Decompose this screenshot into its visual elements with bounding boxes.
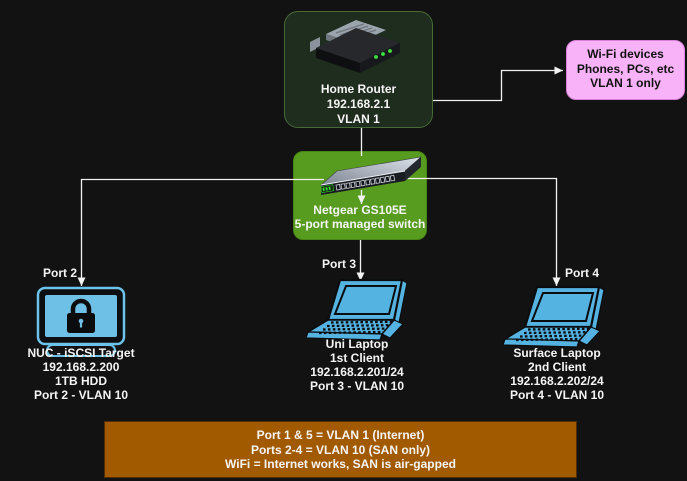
router-ip: 192.168.2.1 xyxy=(326,97,391,111)
uni-laptop-ip: 192.168.2.201/24 xyxy=(310,365,404,379)
nuc-ip: 192.168.2.200 xyxy=(42,360,120,374)
edge-switch-to-surface-laptop xyxy=(402,177,561,286)
legend-line-wifi: WiFi = Internet works, SAN is air-gapped xyxy=(225,457,456,471)
monitor-lock-icon xyxy=(36,286,126,357)
switch-icon xyxy=(320,156,422,195)
port-2-label: Port 2 xyxy=(42,266,77,280)
nuc-name: NUC - iSCSI Target xyxy=(27,346,135,360)
port-3-label: Port 3 xyxy=(321,257,356,271)
legend-line-vlan10: Ports 2-4 = VLAN 10 (SAN only) xyxy=(250,442,431,457)
legend-line-vlan1: Port 1 & 5 = VLAN 1 (Internet) xyxy=(256,428,425,442)
surface-laptop-port-vlan: Port 4 - VLAN 10 xyxy=(509,388,605,402)
surface-laptop-role: 2nd Client xyxy=(527,360,586,374)
wifi-devices-list: Phones, PCs, etc xyxy=(576,61,675,76)
surface-laptop-label: Surface Laptop 2nd Client 192.168.2.202/… xyxy=(477,346,637,402)
node-wifi-devices[interactable] xyxy=(566,40,685,100)
switch-model: Netgear GS105E xyxy=(313,203,407,217)
uni-laptop-name: Uni Laptop xyxy=(325,337,389,351)
edge-switch-to-nuc xyxy=(77,178,324,286)
uni-laptop-label: Uni Laptop 1st Client 192.168.2.201/24 P… xyxy=(277,337,437,393)
uni-laptop-role: 1st Client xyxy=(329,351,384,365)
wifi-label: Wi-Fi devices Phones, PCs, etc VLAN 1 on… xyxy=(566,47,685,91)
router-icon xyxy=(310,20,400,73)
legend-note-box[interactable] xyxy=(104,421,577,478)
monitor-stand xyxy=(46,344,116,357)
uni-laptop-port-vlan: Port 3 - VLAN 10 xyxy=(309,379,405,393)
edge-router-to-wifi xyxy=(433,66,563,102)
wifi-vlan: VLAN 1 only xyxy=(590,76,661,90)
laptop-icon xyxy=(306,278,408,341)
laptop-icon xyxy=(503,285,605,348)
legend-label: Port 1 & 5 = VLAN 1 (Internet) Ports 2-4… xyxy=(104,428,577,472)
padlock-icon xyxy=(67,298,95,333)
nuc-storage: 1TB HDD xyxy=(54,374,107,388)
surface-laptop-name: Surface Laptop xyxy=(513,346,601,360)
port-4-label: Port 4 xyxy=(564,266,599,280)
switch-description: 5-port managed switch xyxy=(294,217,426,231)
router-label: Home Router 192.168.2.1 VLAN 1 xyxy=(284,82,433,127)
router-vlan: VLAN 1 xyxy=(337,112,380,126)
switch-label: Netgear GS105E 5-port managed switch xyxy=(293,203,427,231)
nuc-port-vlan: Port 2 - VLAN 10 xyxy=(33,388,129,402)
router-name: Home Router xyxy=(320,82,397,96)
wifi-title: Wi-Fi devices xyxy=(587,47,664,61)
nuc-label: NUC - iSCSI Target 192.168.2.200 1TB HDD… xyxy=(1,346,161,402)
surface-laptop-ip: 192.168.2.202/24 xyxy=(510,374,604,388)
